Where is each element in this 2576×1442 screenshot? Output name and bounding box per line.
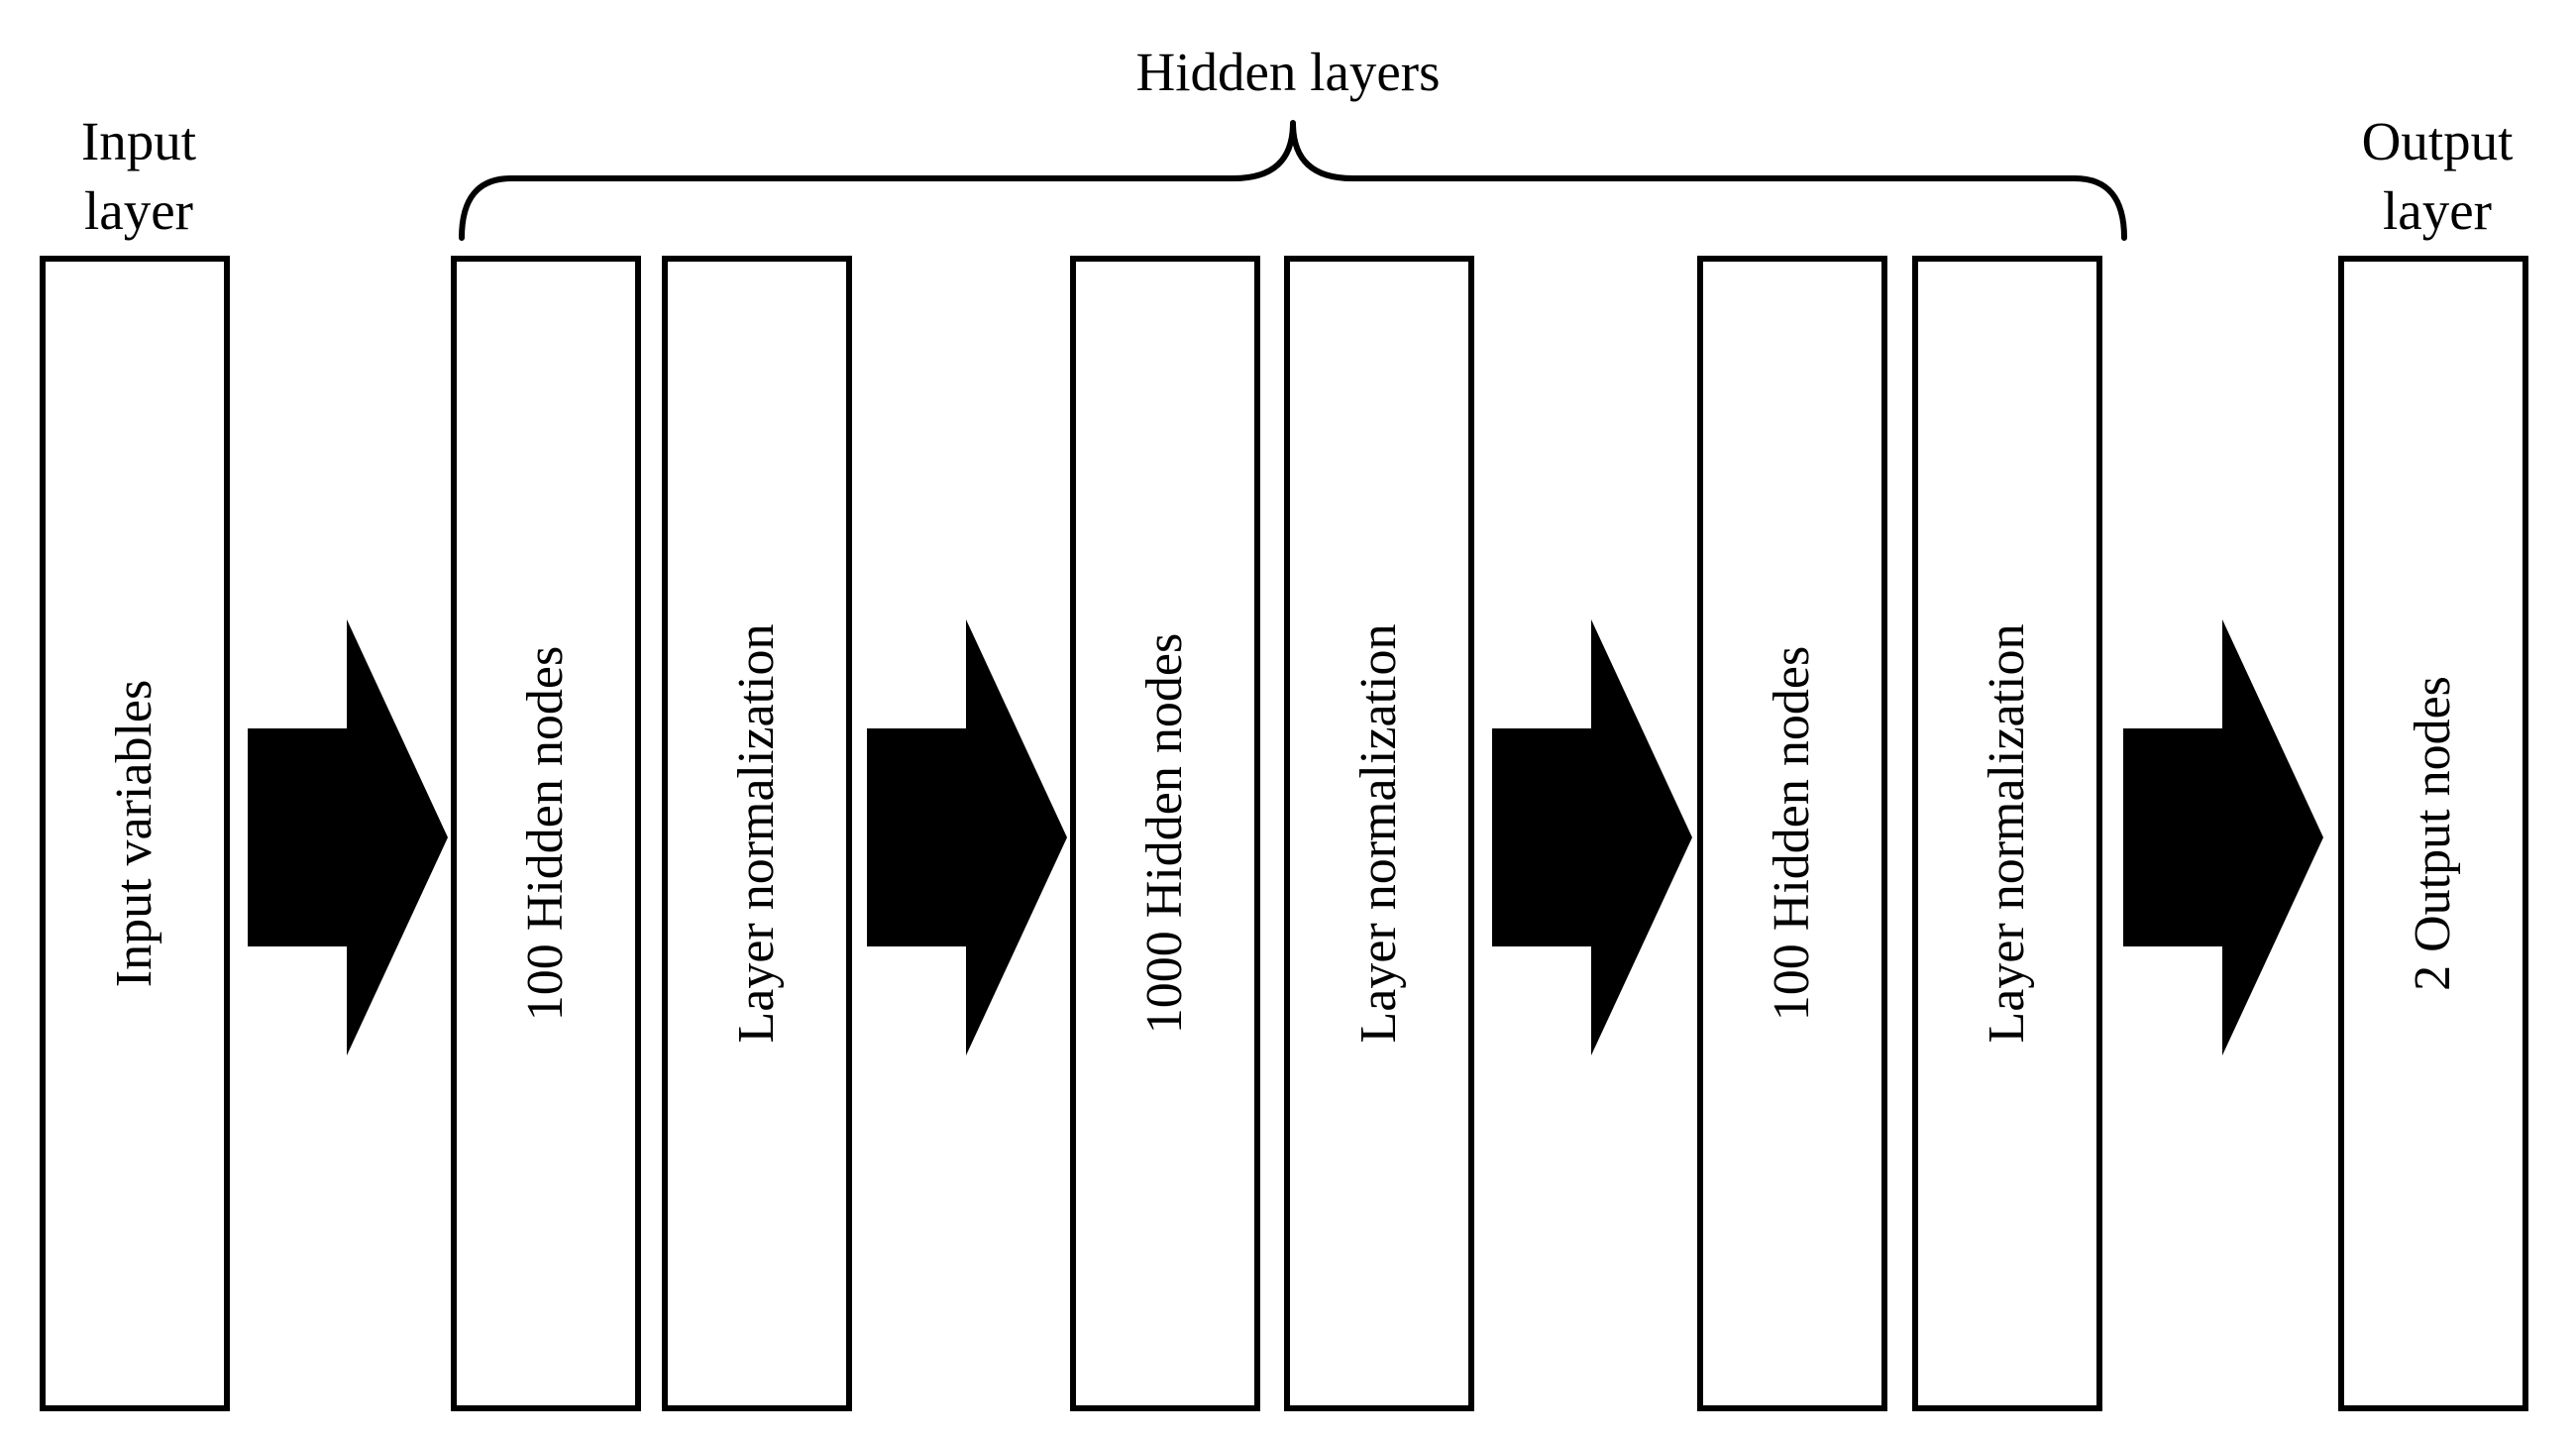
layer-normalization-box-1: Layer normalization	[662, 256, 852, 1411]
layer-normalization-box-2: Layer normalization	[1284, 256, 1474, 1411]
flow-arrow-3	[1492, 619, 1692, 1055]
hidden-nodes-label-2: 1000 Hidden nodes	[1136, 632, 1193, 1035]
input-layer-heading-line-1: Input	[80, 111, 197, 171]
flow-arrow-2	[867, 619, 1067, 1055]
hidden-layers-brace	[459, 120, 2127, 241]
input-variables-label: Input variables	[106, 679, 162, 988]
hidden-nodes-box-1: 100 Hidden nodes	[451, 256, 641, 1411]
layer-normalization-label-1: Layer normalization	[728, 623, 785, 1044]
hidden-nodes-label-3: 100 Hidden nodes	[1764, 645, 1820, 1022]
output-nodes-box: 2 Output nodes	[2338, 256, 2528, 1411]
input-variables-box: Input variables	[40, 256, 230, 1411]
flow-arrow-1	[248, 619, 448, 1055]
layer-normalization-box-3: Layer normalization	[1912, 256, 2102, 1411]
output-layer-heading: Output layer	[2338, 107, 2536, 246]
output-layer-heading-line-1: Output	[2361, 111, 2514, 171]
hidden-nodes-box-3: 100 Hidden nodes	[1697, 256, 1887, 1411]
hidden-nodes-box-2: 1000 Hidden nodes	[1070, 256, 1260, 1411]
layer-normalization-label-3: Layer normalization	[1979, 623, 2035, 1044]
hidden-nodes-label-1: 100 Hidden nodes	[517, 645, 574, 1022]
layer-normalization-label-2: Layer normalization	[1350, 623, 1407, 1044]
output-nodes-label: 2 Output nodes	[2405, 676, 2461, 991]
output-layer-heading-line-2: layer	[2383, 180, 2492, 241]
input-layer-heading: Input layer	[40, 107, 238, 246]
input-layer-heading-line-2: layer	[84, 180, 193, 241]
hidden-layers-heading: Hidden layers	[1135, 42, 1441, 102]
flow-arrow-4	[2123, 619, 2323, 1055]
